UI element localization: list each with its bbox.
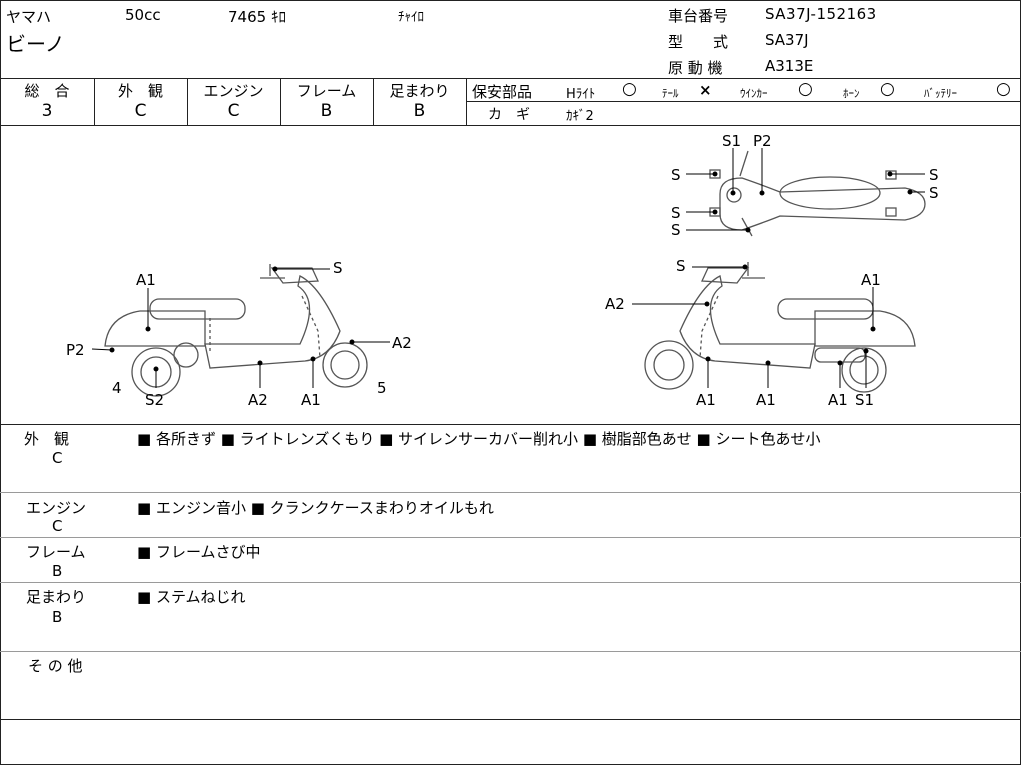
divider [280, 78, 281, 125]
safety-label: 保安部品 [472, 83, 533, 101]
engine-grade-label: エンジン [203, 82, 264, 100]
divider [0, 537, 1021, 538]
type-label: 型 式 [668, 33, 729, 51]
tail-mark: × [699, 81, 712, 99]
engine-label: 原 動 機 [668, 59, 723, 77]
divider [0, 651, 1021, 652]
note-exterior-text: ■ 各所きず ■ ライトレンズくもり ■ サイレンサーカバー削れ小 ■ 樹脂部色… [137, 430, 821, 448]
overall-label: 総 合 [24, 82, 70, 100]
horn-label: ﾎｰﾝ [843, 87, 860, 100]
note-frame-label: フレーム [26, 543, 86, 561]
note-suspension-text: ■ ステムねじれ [137, 588, 246, 606]
divider [187, 78, 188, 125]
battery-label: ﾊﾞｯﾃﾘｰ [924, 87, 957, 100]
divider [373, 78, 374, 125]
label-a2: A2 [392, 334, 412, 352]
frame-grade-label: フレーム [296, 82, 357, 100]
divider [0, 424, 1021, 425]
battery-mark: ○ [996, 79, 1011, 99]
label-a2: A2 [248, 391, 268, 409]
exterior-label: 外 観 [117, 82, 163, 100]
label-s: S [671, 221, 681, 239]
scooter-diagram: A1 P2 S A2 4 S2 A2 A1 5 S A1 A2 A1 A1 A1… [66, 132, 939, 409]
label-s: S [671, 204, 681, 222]
label-p2: P2 [753, 132, 772, 150]
type-value: SA37J [765, 31, 809, 49]
note-engine-grade: C [52, 517, 63, 535]
note-engine-text: ■ エンジン音小 ■ クランクケースまわりオイルもれ [137, 499, 494, 517]
label-s: S [929, 184, 939, 202]
exterior-grade: C [134, 101, 147, 121]
frame-grade: B [320, 101, 333, 121]
label-s: S [671, 166, 681, 184]
scooter-left-view [104, 264, 368, 397]
label-a1: A1 [828, 391, 848, 409]
label-a1: A1 [301, 391, 321, 409]
overall-grade: 3 [41, 101, 53, 121]
note-suspension-grade: B [52, 608, 63, 626]
engine-grade: C [227, 101, 240, 121]
label-s: S [333, 259, 343, 277]
scooter-top-view [709, 150, 926, 237]
displacement: 50cc [125, 6, 161, 24]
model-name: ビーノ [6, 32, 65, 56]
label-a1: A1 [136, 271, 156, 289]
divider [0, 78, 1021, 79]
engine-value: A313E [765, 57, 814, 75]
mileage: 7465 ｷﾛ [228, 8, 286, 26]
divider [0, 582, 1021, 583]
winker-mark: ○ [798, 79, 813, 99]
label-s1: S1 [855, 391, 874, 409]
divider [0, 719, 1021, 720]
key-value: ｶｷﾞ2 [566, 109, 594, 124]
frame-no: SA37J-152163 [765, 5, 877, 23]
label-a1: A1 [861, 271, 881, 289]
color: ﾁｬｲﾛ [398, 10, 424, 25]
suspension-grade: B [413, 101, 426, 121]
divider [94, 78, 95, 125]
label-s: S [929, 166, 939, 184]
note-engine-label: エンジン [26, 499, 87, 517]
label-s2: S2 [145, 391, 164, 409]
winker-label: ｳｲﾝｶｰ [740, 87, 768, 100]
note-frame-grade: B [52, 562, 63, 580]
label-a2: A2 [605, 295, 625, 313]
tail-label: ﾃｰﾙ [662, 87, 679, 100]
label-s: S [676, 257, 686, 275]
suspension-grade-label: 足まわり [389, 82, 450, 100]
label-4: 4 [112, 379, 122, 397]
horn-mark: ○ [880, 79, 895, 99]
scooter-right-view [644, 262, 916, 393]
headlight-label: Hﾗｲﾄ [566, 87, 596, 102]
headlight-mark: ○ [622, 79, 637, 99]
divider [466, 101, 1021, 102]
note-frame-text: ■ フレームさび中 [137, 543, 261, 561]
note-suspension-label: 足まわり [26, 588, 87, 606]
divider [0, 492, 1021, 493]
key-label: カ ギ [488, 107, 530, 123]
note-exterior-label: 外 観 [24, 430, 70, 448]
divider [0, 125, 1021, 126]
label-p2: P2 [66, 341, 85, 359]
note-exterior-grade: C [52, 449, 63, 467]
frame-no-label: 車台番号 [668, 7, 729, 25]
label-a1: A1 [696, 391, 716, 409]
note-other-label: そ の 他 [28, 657, 83, 675]
maker: ヤマハ [6, 8, 52, 26]
label-a1: A1 [756, 391, 776, 409]
label-5: 5 [377, 379, 387, 397]
label-s1: S1 [722, 132, 741, 150]
